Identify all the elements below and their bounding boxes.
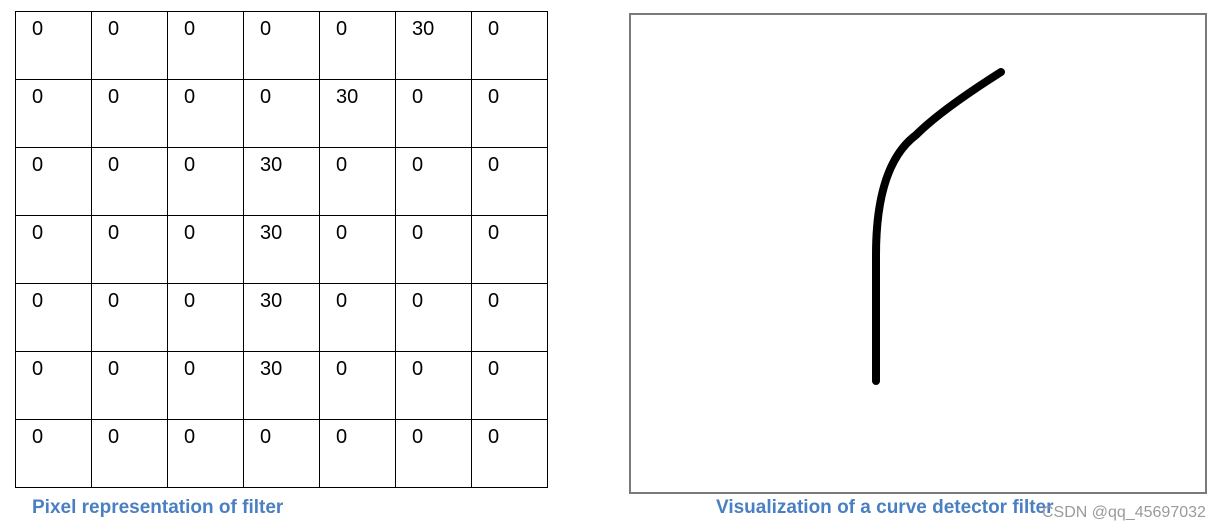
watermark: CSDN @qq_45697032 [1042,504,1206,521]
grid-cell: 0 [395,419,472,488]
grid-cell: 0 [471,351,548,420]
filter-caption: Pixel representation of filter [32,497,284,518]
grid-cell: 0 [471,147,548,216]
grid-cell: 0 [167,419,244,488]
grid-cell: 0 [319,147,396,216]
grid-cell: 0 [15,283,92,352]
grid-cell: 0 [243,11,320,80]
grid-cell: 0 [91,79,168,148]
grid-cell: 0 [91,351,168,420]
grid-cell: 0 [91,11,168,80]
grid-cell: 30 [319,79,396,148]
grid-cell: 0 [471,283,548,352]
grid-cell: 0 [91,283,168,352]
grid-cell: 0 [395,215,472,284]
curve-visualization-canvas [872,68,1005,385]
grid-cell: 0 [15,147,92,216]
grid-cell: 0 [243,419,320,488]
grid-cell: 0 [319,215,396,284]
grid-cell: 0 [319,283,396,352]
grid-cell: 0 [471,11,548,80]
grid-cell: 0 [15,351,92,420]
grid-cell: 0 [15,79,92,148]
grid-cell: 30 [243,147,320,216]
grid-cell: 0 [15,11,92,80]
grid-cell: 0 [167,215,244,284]
curve-visualization-panel [629,13,1207,494]
grid-cell: 0 [395,79,472,148]
grid-cell: 30 [243,215,320,284]
grid-cell: 30 [243,283,320,352]
grid-cell: 0 [91,215,168,284]
grid-cell: 0 [319,351,396,420]
grid-cell: 0 [395,283,472,352]
grid-cell: 0 [395,147,472,216]
grid-cell: 0 [91,147,168,216]
grid-cell: 0 [243,79,320,148]
grid-cell: 0 [167,147,244,216]
grid-cell: 0 [15,215,92,284]
grid-cell: 0 [15,419,92,488]
visualization-caption: Visualization of a curve detector filter [716,497,1054,518]
grid-cell: 30 [395,11,472,80]
grid-cell: 0 [167,283,244,352]
grid-cell: 0 [395,351,472,420]
grid-cell: 0 [167,11,244,80]
curve-detector-stroke [872,68,1005,385]
grid-cell: 0 [91,419,168,488]
grid-cell: 0 [471,215,548,284]
grid-cell: 0 [471,79,548,148]
grid-cell: 0 [319,11,396,80]
grid-cell: 0 [167,351,244,420]
grid-cell: 0 [167,79,244,148]
grid-cell: 0 [319,419,396,488]
grid-cell: 0 [471,419,548,488]
grid-cell: 30 [243,351,320,420]
